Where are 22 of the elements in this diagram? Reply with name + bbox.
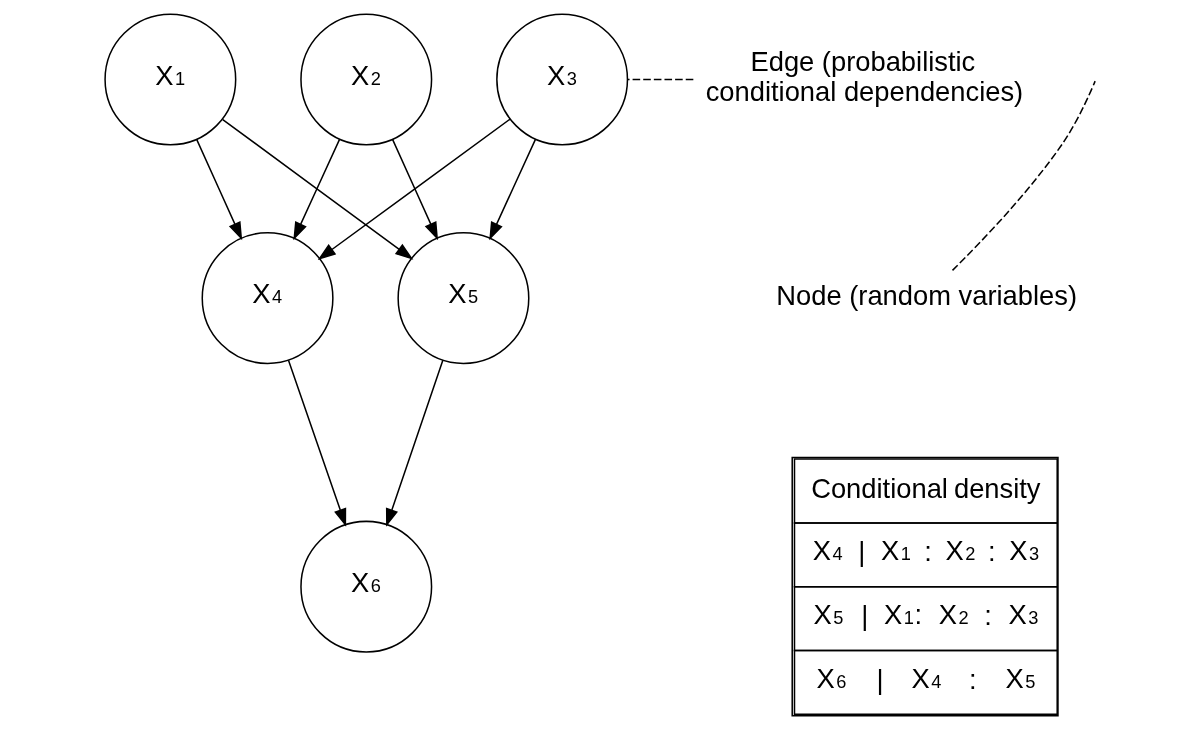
node-circle: X4: [201, 232, 334, 365]
node-circle: X3: [496, 13, 629, 146]
connector: [951, 80, 1096, 272]
node-circle: X6: [300, 520, 433, 653]
arrow: [222, 118, 414, 260]
node-circle: X2: [300, 13, 433, 146]
connector: [626, 78, 695, 81]
node-circle: X1: [104, 13, 237, 146]
arrow: [287, 359, 347, 527]
node-text: Edge (probabilistic conditional dependencies): [705, 45, 1024, 108]
arrow: [293, 138, 341, 241]
label: X5 | X1: X2 : X3: [813, 598, 1039, 632]
label: X6 | X4 : X5: [816, 662, 1036, 696]
label: X4 | X1 : X2 : X3: [812, 534, 1040, 568]
arrow: [317, 118, 511, 260]
arrow: [391, 138, 439, 241]
arrow: [385, 359, 444, 527]
label: Conditional density: [811, 472, 1041, 504]
node-text: Node (random variables): [776, 279, 1078, 311]
arrow: [489, 138, 537, 241]
arrow: [195, 138, 243, 241]
node-circle: X5: [397, 232, 530, 365]
